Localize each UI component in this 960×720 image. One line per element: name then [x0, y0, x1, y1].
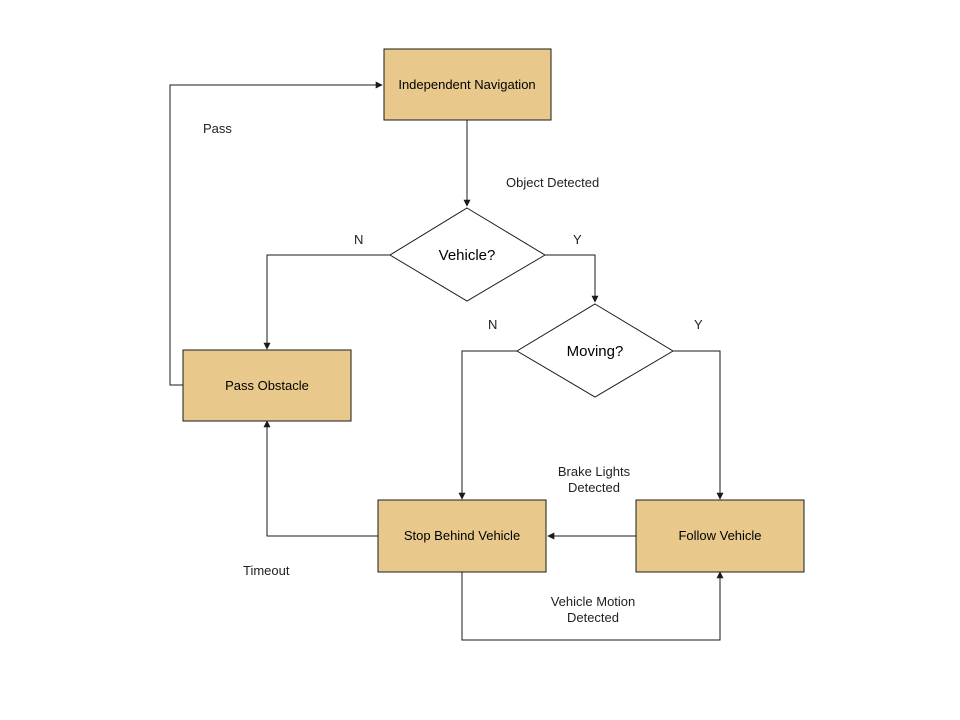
box-independent-navigation	[383, 48, 552, 121]
label-pass-obstacle: Pass Obstacle	[225, 378, 309, 393]
edge-pass-obstacle-to-nav	[169, 81, 383, 386]
edge-label-vehicle-n: N	[354, 232, 363, 247]
label-moving-decision: Moving?	[567, 343, 624, 360]
edge-label-vehicle-motion-line2: Detected	[567, 610, 619, 625]
edge-label-vehicle-motion-line1: Vehicle Motion	[551, 594, 636, 609]
edge-label-vehicle-y: Y	[573, 232, 582, 247]
edge-stop-motion-to-follow	[461, 571, 724, 641]
edge-label-timeout: Timeout	[243, 563, 290, 578]
box-stop-behind-vehicle	[377, 499, 547, 573]
edge-vehicle-yes-to-moving	[545, 254, 599, 303]
edge-moving-no-to-stop	[458, 350, 517, 500]
edge-stop-timeout-to-pass-obstacle	[263, 420, 378, 537]
node-independent-navigation: Independent Navigation	[383, 48, 552, 121]
edge-label-moving-n: N	[488, 317, 497, 332]
node-vehicle-decision: Vehicle?	[389, 207, 546, 302]
edge-label-brake-lights-line2: Detected	[568, 480, 620, 495]
edge-label-object-detected: Object Detected	[506, 175, 599, 190]
node-pass-obstacle: Pass Obstacle	[182, 349, 352, 422]
label-stop-behind-vehicle: Stop Behind Vehicle	[404, 528, 520, 543]
edge-moving-yes-to-follow	[673, 350, 724, 500]
edge-vehicle-no-to-pass-obstacle	[263, 254, 390, 350]
diamond-vehicle	[389, 207, 546, 302]
label-follow-vehicle: Follow Vehicle	[678, 528, 761, 543]
box-pass-obstacle	[182, 349, 352, 422]
label-vehicle-decision: Vehicle?	[439, 247, 496, 264]
node-stop-behind-vehicle: Stop Behind Vehicle	[377, 499, 547, 573]
label-independent-navigation: Independent Navigation	[398, 77, 535, 92]
node-moving-decision: Moving?	[516, 303, 674, 398]
edge-label-brake-lights-line1: Brake Lights	[558, 464, 631, 479]
diamond-moving	[516, 303, 674, 398]
edge-label-moving-y: Y	[694, 317, 703, 332]
box-follow-vehicle	[635, 499, 805, 573]
edge-label-pass: Pass	[203, 121, 232, 136]
node-follow-vehicle: Follow Vehicle	[635, 499, 805, 573]
